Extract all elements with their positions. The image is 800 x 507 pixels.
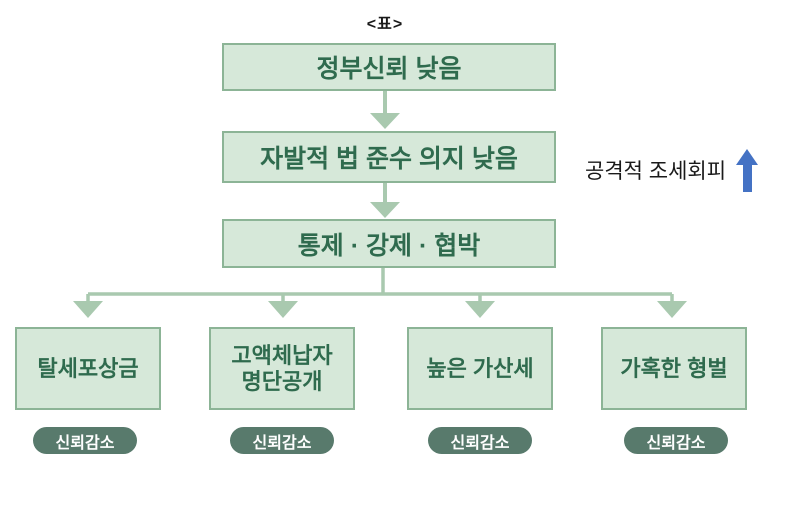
node-label: 고액체납자 명단공개 (231, 343, 333, 394)
arrow-shaft (742, 164, 752, 192)
down-arrow-icon (370, 91, 400, 129)
node-label: 가혹한 형벌 (620, 355, 728, 381)
tag-trust-decrease: 신뢰감소 (624, 427, 728, 454)
tag-trust-decrease: 신뢰감소 (33, 427, 137, 454)
node-label: 정부신뢰 낮음 (316, 55, 462, 83)
up-arrow-icon (736, 148, 759, 192)
branch-connector (73, 268, 687, 318)
tag-label: 신뢰감소 (646, 434, 706, 452)
node-label: 자발적 법 준수 의지 낮음 (260, 145, 518, 173)
tag-label: 신뢰감소 (252, 434, 312, 452)
node-label: 높은 가산세 (426, 355, 534, 381)
down-arrow-icon (370, 183, 400, 218)
arrow-head (736, 148, 759, 165)
node-tax-evasion-reward: 탈세포상금 (15, 327, 161, 410)
node-label: 통제 · 강제 · 협박 (297, 231, 481, 260)
node-delinquent-list-disclosure: 고액체납자 명단공개 (209, 327, 355, 410)
node-low-government-trust: 정부신뢰 낮음 (222, 43, 556, 91)
side-note-aggressive-tax-avoidance: 공격적 조세회피 (585, 146, 759, 194)
arrow-shaft (383, 91, 387, 113)
tag-label: 신뢰감소 (55, 434, 115, 452)
tag-trust-decrease: 신뢰감소 (428, 427, 532, 454)
tag-trust-decrease: 신뢰감소 (230, 427, 334, 454)
side-note-label: 공격적 조세회피 (585, 160, 727, 183)
arrow-head (370, 113, 400, 129)
arrow-head (370, 202, 400, 218)
arrow-shaft (383, 183, 387, 202)
node-low-voluntary-compliance: 자발적 법 준수 의지 낮음 (222, 131, 556, 183)
node-high-penalty-tax: 높은 가산세 (407, 327, 553, 410)
node-label: 탈세포상금 (37, 355, 139, 381)
tag-label: 신뢰감소 (450, 434, 510, 452)
node-harsh-punishment: 가혹한 형벌 (601, 327, 747, 410)
diagram-title: <표> (366, 16, 404, 33)
node-control-coercion-threat: 통제 · 강제 · 협박 (222, 219, 556, 268)
